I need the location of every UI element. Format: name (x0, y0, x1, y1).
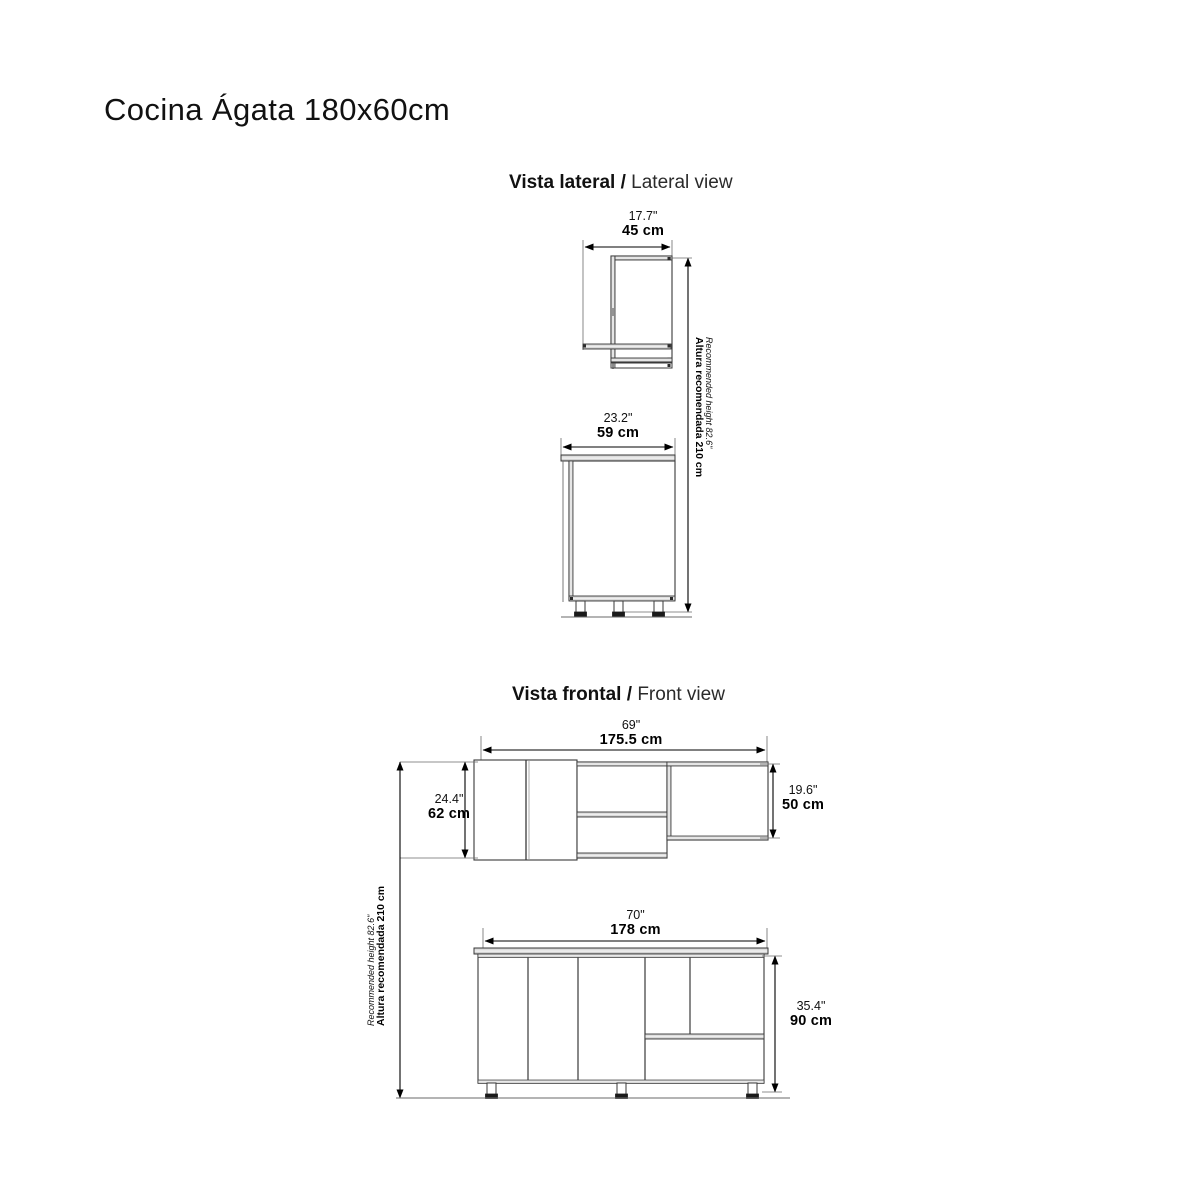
lateral-upper-cabinet (610, 255, 673, 363)
dimension-cm-value: 175.5 cm (599, 731, 663, 748)
dimension-label-front-lower-height: 35.4" 90 cm (780, 999, 842, 1029)
dimension-line-front-lower-height (762, 955, 782, 1093)
cabinet-leg (485, 1082, 498, 1099)
section-heading-lateral-es: Vista lateral (509, 172, 616, 193)
cabinet-leg (574, 600, 587, 617)
dimension-inch-value: 19.6" (788, 783, 818, 797)
cabinet-leg (746, 1082, 759, 1099)
dimension-label-front-lower-width: 70" 178 cm (548, 908, 723, 938)
dimension-line-lateral-upper-depth (582, 240, 673, 350)
dimension-inch-value: 70" (626, 908, 645, 922)
dimension-cm-value: 59 cm (596, 424, 640, 441)
front-lower-cabinets (396, 947, 790, 1099)
dimension-line-lateral-lower-depth (560, 438, 676, 460)
section-heading-lateral-separator: / (620, 172, 626, 193)
recommended-height-label-front: Recommended height 82.6" Altura recomend… (366, 886, 388, 1026)
cabinet-leg (652, 600, 665, 617)
dimension-label-lateral-upper-depth: 17.7" 45 cm (568, 209, 718, 239)
section-heading-front-es: Vista frontal (512, 684, 622, 705)
recommended-height-label-lateral: Recommended height 82.6" Altura recomend… (692, 337, 714, 477)
front-upper-cabinets (473, 759, 769, 861)
dimension-inch-value: 23.2" (603, 411, 633, 425)
dimension-inch-value: 69" (621, 718, 641, 732)
dimension-label-front-upper-width: 69" 175.5 cm (536, 718, 726, 748)
dimension-inch-value: 24.4" (434, 792, 464, 806)
cabinet-leg (612, 600, 625, 617)
lateral-upper-shelf-extension (582, 343, 673, 369)
recommended-height-es: Altura recomendada 210 cm (692, 337, 705, 478)
dimension-cm-value: 45 cm (621, 222, 665, 239)
section-heading-front-view: Vista frontal / Front view (512, 684, 725, 706)
dimension-label-front-upper-left-height: 24.4" 62 cm (418, 792, 480, 822)
dimension-label-lateral-lower-depth: 23.2" 59 cm (543, 411, 693, 441)
dimension-cm-value: 90 cm (789, 1012, 833, 1029)
cabinet-leg (615, 1082, 628, 1099)
page-title: Cocina Ágata 180x60cm (104, 92, 451, 127)
dimension-label-front-upper-right-height: 19.6" 50 cm (772, 783, 834, 813)
section-heading-lateral-en: Lateral view (631, 172, 733, 193)
dimension-cm-value: 50 cm (781, 796, 825, 813)
section-heading-front-en: Front view (637, 684, 725, 705)
dimension-cm-value: 178 cm (610, 921, 661, 938)
recommended-height-en: Recommended height 82.6" (704, 337, 714, 449)
lateral-lower-cabinet (560, 454, 692, 618)
dimension-inch-value: 17.7" (628, 209, 658, 223)
section-heading-lateral-view: Vista lateral / Lateral view (509, 172, 733, 194)
recommended-height-es: Altura recomendada 210 cm (375, 885, 388, 1026)
dimension-inch-value: 35.4" (796, 999, 826, 1013)
section-heading-front-separator: / (626, 684, 633, 705)
dimension-cm-value: 62 cm (427, 805, 471, 822)
